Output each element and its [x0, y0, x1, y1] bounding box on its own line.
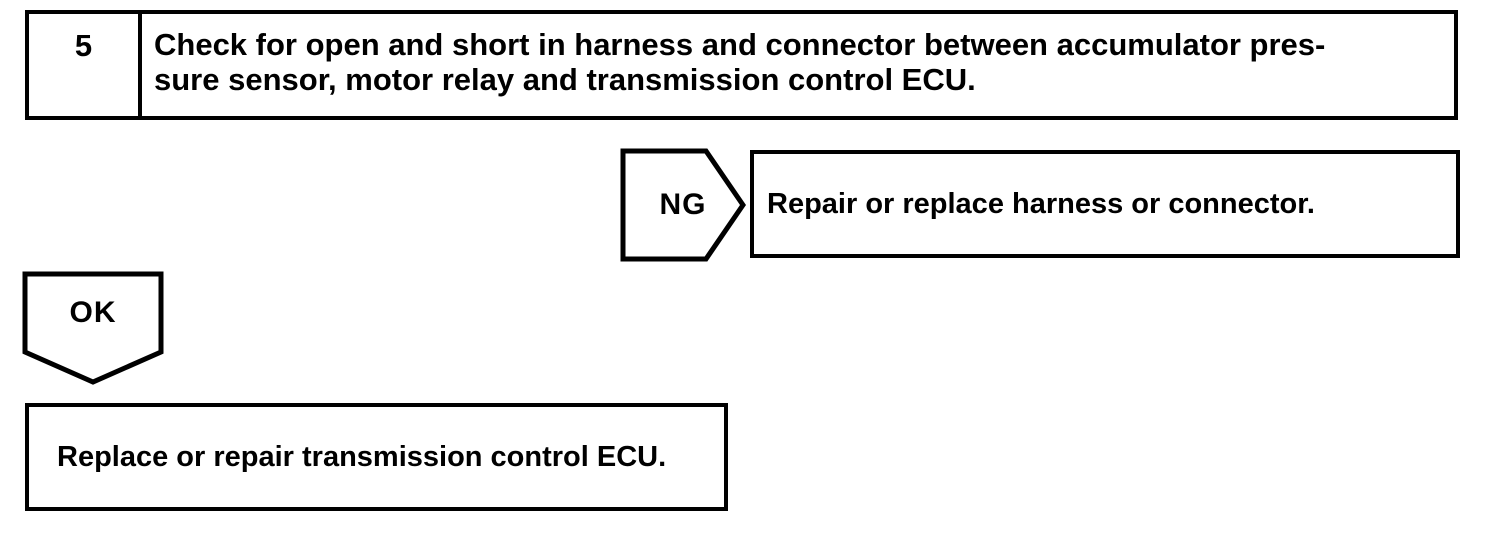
- ok-pentagon-icon: [22, 271, 164, 385]
- ng-connector: NG: [620, 148, 746, 262]
- step-instruction-line-2: sure sensor, motor relay and transmissio…: [154, 62, 976, 97]
- ng-label: NG: [659, 188, 707, 221]
- ok-label: OK: [69, 296, 117, 329]
- final-action-box: Replace or repair transmission control E…: [25, 403, 728, 511]
- ng-pentagon-outline: [620, 148, 746, 262]
- step-box: 5 Check for open and short in harness an…: [25, 10, 1458, 120]
- ok-connector: OK: [22, 271, 164, 385]
- step-instruction: Check for open and short in harness and …: [142, 14, 1454, 116]
- step-instruction-line-1: Check for open and short in harness and …: [154, 27, 1326, 62]
- ng-action-text: Repair or replace harness or connector.: [767, 187, 1315, 220]
- final-action-text: Replace or repair transmission control E…: [57, 440, 667, 473]
- ng-action-box: Repair or replace harness or connector.: [750, 150, 1460, 258]
- step-number: 5: [29, 14, 142, 116]
- ng-pentagon-icon: [620, 148, 746, 262]
- ok-pentagon-outline: [22, 271, 164, 385]
